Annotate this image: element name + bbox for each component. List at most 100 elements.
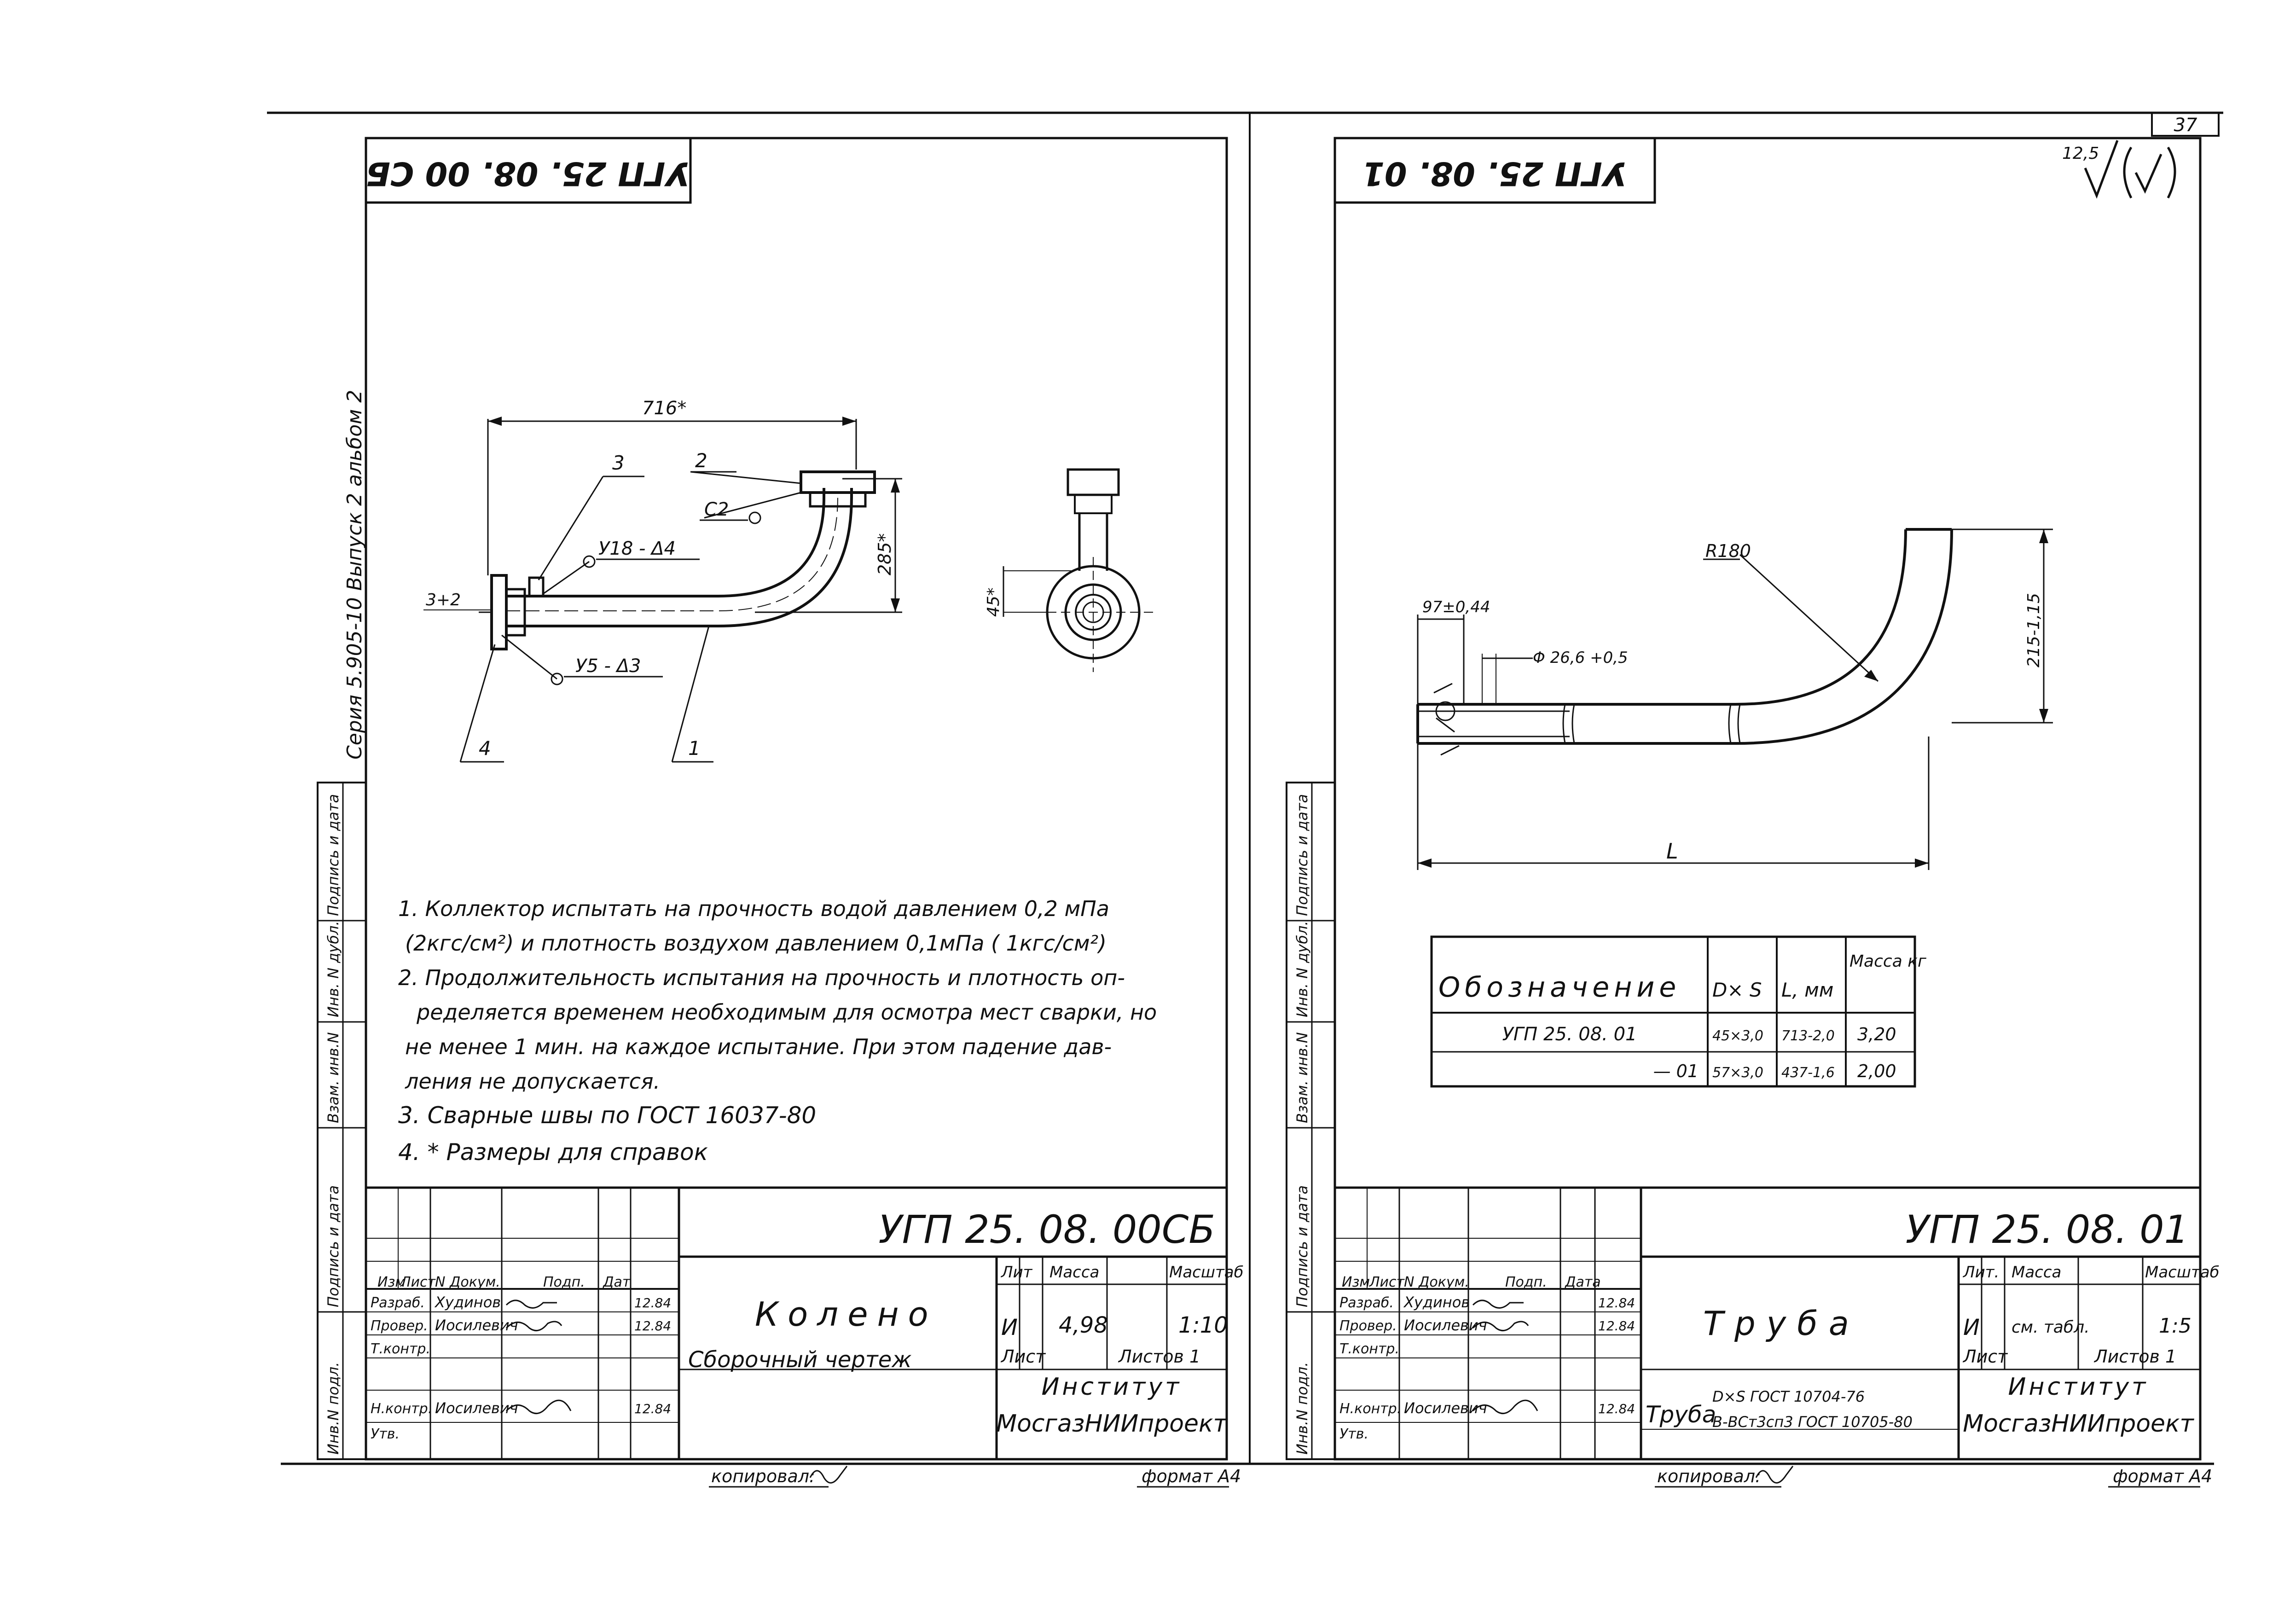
role-utv: Утв. xyxy=(371,1426,400,1442)
lit-value: И xyxy=(1001,1315,1018,1340)
dim-285: 285* xyxy=(875,533,895,575)
r-hdr-doc: N Докум. xyxy=(1404,1274,1469,1290)
stamp-dubl: Инв. N дубл. xyxy=(325,921,342,1017)
r-name-prover: Иосилевич xyxy=(1404,1317,1487,1334)
r-scale-value: 1:5 xyxy=(2159,1314,2191,1338)
material-label: Труба xyxy=(1646,1401,1716,1428)
th-oboznachenie: Обозначение xyxy=(1438,971,1681,1003)
dim-3-2: 3+2 xyxy=(426,591,461,609)
r-role-tkontr: Т.контр. xyxy=(1339,1341,1399,1357)
r-signature-prover xyxy=(1472,1321,1529,1332)
date-prover: 12.84 xyxy=(634,1318,671,1334)
sheets-label: Листов 1 xyxy=(1118,1346,1200,1367)
role-razrab: Разраб. xyxy=(371,1295,425,1311)
pos-1: 1 xyxy=(688,737,701,760)
note-line-7: 3. Сварные швы по ГОСТ 16037-80 xyxy=(398,1102,816,1129)
note-line-8: 4. * Размеры для справок xyxy=(398,1139,708,1166)
mass-label: Масса xyxy=(1049,1263,1099,1282)
dim-r180: R180 xyxy=(1705,541,1751,561)
r-hdr-izm: Изм xyxy=(1342,1274,1370,1290)
hdr-date: Дат xyxy=(602,1274,631,1290)
lit-label: Лит xyxy=(1000,1263,1033,1282)
row2-l: 437-1,6 xyxy=(1781,1065,1835,1081)
r-hdr-sign: Подп. xyxy=(1505,1274,1547,1290)
elbow-drawing: 716* 285* 3+2 C2 xyxy=(423,398,902,763)
row2-mass: 2,00 xyxy=(1857,1061,1896,1081)
left-title-subtitle: Сборочный чертеж xyxy=(688,1347,912,1373)
stamp-vzam: Взам. инв.N xyxy=(325,1032,342,1123)
left-title-code: УГП 25. 08. 00СБ xyxy=(878,1207,1215,1252)
dim-215: 215-1,15 xyxy=(2024,593,2043,667)
hdr-list: Лист xyxy=(400,1274,436,1290)
elbow-side-view: 45* xyxy=(984,468,1153,672)
r-name-nkontr: Иосилевич xyxy=(1404,1399,1487,1417)
th-l: L, мм xyxy=(1781,979,1833,1001)
r-sheets-label: Листов 1 xyxy=(2093,1346,2176,1367)
scale-value: 1:10 xyxy=(1178,1312,1228,1338)
pipe-drawing: R180 97±0,44 Φ 26,6 +0,5 215-1,15 xyxy=(1416,528,2053,870)
r-institute-line-2: МосгазНИИпроект xyxy=(1963,1410,2194,1438)
material-line-1: D×S ГОСТ 10704-76 xyxy=(1712,1388,1865,1405)
r-format-label: формат А4 xyxy=(2113,1466,2212,1486)
name-prover: Иосилевич xyxy=(435,1317,518,1334)
r-role-utv: Утв. xyxy=(1339,1426,1368,1442)
dim-45: 45* xyxy=(984,587,1003,617)
r-mass-label: Масса xyxy=(2012,1263,2061,1282)
pos-2: 2 xyxy=(695,449,707,472)
dim-dia: Φ 26,6 +0,5 xyxy=(1533,649,1628,667)
sheet-label: Лист xyxy=(1000,1346,1046,1367)
roughness-symbol: 12,5 xyxy=(2062,140,2176,199)
note-line-1: 1. Коллектор испытать на прочность водой… xyxy=(398,896,1109,921)
signature-prover xyxy=(505,1321,562,1332)
copied-label: копировал: xyxy=(711,1466,815,1486)
page-number: 37 xyxy=(2174,115,2197,136)
left-side-stamp: Подпись и дата Инв. N дубл. Взам. инв.N … xyxy=(317,782,367,1460)
pos-3: 3 xyxy=(612,452,625,474)
weld-u5: У5 - Δ3 xyxy=(575,655,641,677)
mass-value: 4,98 xyxy=(1059,1312,1108,1338)
format-label: формат А4 xyxy=(1142,1466,1241,1486)
weld-u18: У18 - Δ4 xyxy=(598,538,676,559)
page-number-box xyxy=(2151,112,2220,137)
right-code-rotated: УГП 25. 08. 01 xyxy=(1362,155,1627,192)
row2-ds: 57×3,0 xyxy=(1712,1065,1763,1081)
th-ds: D× S xyxy=(1712,979,1762,1001)
name-razrab: Худинов xyxy=(434,1293,501,1311)
hdr-doc: N Докум. xyxy=(435,1274,500,1290)
scale-label: Масштаб xyxy=(1169,1263,1244,1282)
left-sheet: УГП 25. 08. 00 СБ Серия 5.905-10 Выпуск … xyxy=(317,137,1244,1488)
r-stamp-vzam: Взам. инв.N xyxy=(1293,1032,1311,1123)
left-code-rotated: УГП 25. 08. 00 СБ xyxy=(366,155,690,192)
r-name-razrab: Худинов xyxy=(1403,1293,1470,1311)
r-stamp-dubl: Инв. N дубл. xyxy=(1293,921,1311,1017)
institute-line-1: Институт xyxy=(1042,1373,1182,1401)
right-sheet: УГП 25. 08. 01 12,5 Подпись и дата Инв. … xyxy=(1286,137,2220,1488)
stamp-podl: Инв.N подл. xyxy=(325,1362,342,1455)
r-hdr-list: Лист xyxy=(1369,1274,1405,1290)
r-role-nkontr: Н.контр. xyxy=(1339,1401,1401,1417)
date-nkontr: 12.84 xyxy=(634,1401,671,1416)
dim-97: 97±0,44 xyxy=(1422,598,1490,616)
left-notes: 1. Коллектор испытать на прочность водой… xyxy=(398,896,1157,1166)
role-nkontr: Н.контр. xyxy=(371,1401,432,1417)
left-title-name: Колено xyxy=(755,1295,938,1334)
r-institute-line-1: Институт xyxy=(2008,1373,2149,1401)
role-prover: Провер. xyxy=(371,1318,428,1334)
copied-signature xyxy=(809,1466,848,1484)
stamp-sign-date-2: Подпись и дата xyxy=(325,1185,342,1307)
name-nkontr: Иосилевич xyxy=(435,1399,518,1417)
r-scale-label: Масштаб xyxy=(2145,1263,2220,1282)
r-stamp-sign-date-2: Подпись и дата xyxy=(1293,1185,1311,1307)
signature-razrab xyxy=(505,1299,557,1309)
signature-nkontr xyxy=(505,1399,572,1415)
r-stamp-sign-date-1: Подпись и дата xyxy=(1293,794,1311,916)
r-signature-nkontr xyxy=(1472,1399,1538,1415)
hdr-sign: Подп. xyxy=(543,1274,585,1290)
r-copied-signature xyxy=(1755,1466,1794,1484)
th-mass: Масса кг xyxy=(1849,952,1927,971)
institute-line-2: МосгазНИИпроект xyxy=(996,1410,1228,1438)
right-side-stamp: Подпись и дата Инв. N дубл. Взам. инв.N … xyxy=(1286,782,1336,1460)
pos-4: 4 xyxy=(479,737,491,760)
r-lit-label: Лит. xyxy=(1962,1263,1999,1282)
